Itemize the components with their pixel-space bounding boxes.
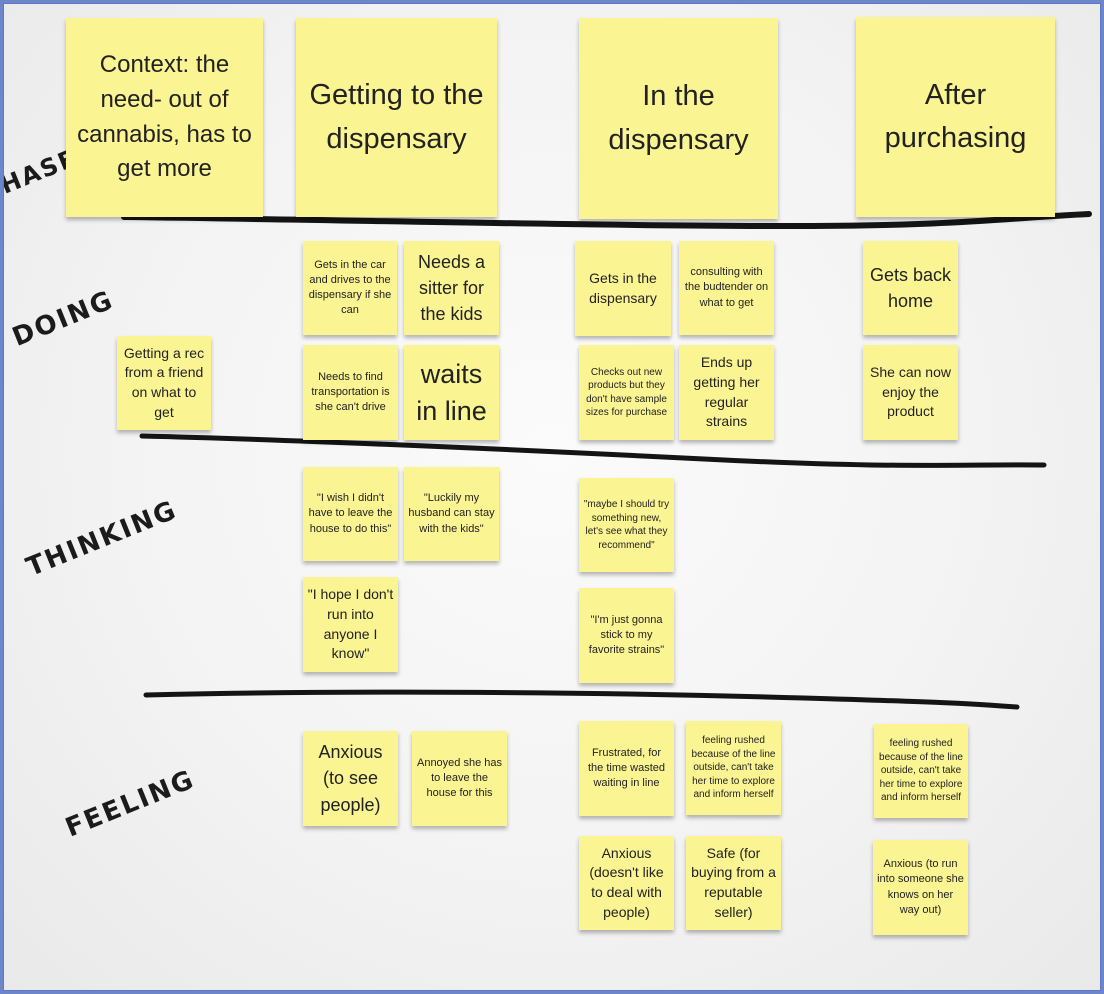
note-text: "I wish I didn't have to leave the house… <box>308 492 393 535</box>
note-text: Getting to the dispensary <box>309 79 484 155</box>
divider-doing <box>139 433 1047 468</box>
feeling-note-anxious-run: Anxious (to run into someone she knows o… <box>873 840 968 935</box>
note-text: feeling rushed because of the line outsi… <box>879 738 963 804</box>
marker-lines <box>121 211 1092 710</box>
note-text: In the dispensary <box>608 80 749 156</box>
note-text: "I hope I don't run into anyone I know" <box>307 586 394 662</box>
doing-note-consulting: consulting with the budtender on what to… <box>679 241 774 335</box>
doing-note-checks-out: Checks out new products but they don't h… <box>579 345 674 440</box>
thinking-note-luckily: "Luckily my husband can stay with the ki… <box>404 467 499 561</box>
note-text: Ends up getting her regular strains <box>693 354 760 430</box>
note-text: Safe (for buying from a reputable seller… <box>691 844 776 920</box>
thinking-note-hope: "I hope I don't run into anyone I know" <box>303 577 398 672</box>
note-text: "I'm just gonna stick to my favorite str… <box>588 613 665 657</box>
doing-note-enjoy: She can now enjoy the product <box>863 345 958 440</box>
whiteboard: HASES DOING THINKING FEELING Context: th… <box>3 3 1101 991</box>
divider-phases <box>121 211 1092 230</box>
doing-note-gets-back: Gets back home <box>863 241 958 335</box>
feeling-note-anxious-people: Anxious (to see people) <box>303 731 398 826</box>
doing-note-rec: Getting a rec from a friend on what to g… <box>117 336 211 430</box>
note-text: "maybe I should try something new, let's… <box>583 499 670 551</box>
note-text: Context: the need- out of cannabis, has … <box>77 50 252 183</box>
note-text: "Luckily my husband can stay with the ki… <box>408 492 495 535</box>
feeling-note-anxious-deal: Anxious (doesn't like to deal with peopl… <box>579 836 674 930</box>
note-text: feeling rushed because of the line outsi… <box>691 735 776 801</box>
note-text: Anxious (doesn't like to deal with peopl… <box>589 844 664 920</box>
phase-note-getting-to: Getting to the dispensary <box>296 18 497 217</box>
doing-note-waits: waits in line <box>404 345 499 440</box>
feeling-note-rushed-2: feeling rushed because of the line outsi… <box>874 724 968 818</box>
thinking-note-maybe: "maybe I should try something new, let's… <box>579 478 674 572</box>
note-text: Needs to find transportation is she can'… <box>311 370 390 414</box>
note-text: Gets in the dispensary <box>589 269 657 306</box>
doing-note-ends-up: Ends up getting her regular strains <box>679 345 774 440</box>
note-text: She can now enjoy the product <box>870 364 951 420</box>
feeling-note-frustrated: Frustrated, for the time wasted waiting … <box>579 721 674 816</box>
note-text: Gets back home <box>869 264 952 311</box>
note-text: Annoyed she has to leave the house for t… <box>416 756 502 800</box>
note-text: Gets in the car and drives to the dispen… <box>308 258 392 317</box>
thinking-note-stick: "I'm just gonna stick to my favorite str… <box>579 588 674 683</box>
note-text: Needs a sitter for the kids <box>417 251 486 325</box>
doing-note-drives: Gets in the car and drives to the dispen… <box>303 241 397 335</box>
note-text: waits in line <box>416 359 487 426</box>
feeling-note-safe: Safe (for buying from a reputable seller… <box>686 836 781 930</box>
note-text: Frustrated, for the time wasted waiting … <box>587 746 666 790</box>
phase-note-in-dispensary: In the dispensary <box>579 18 778 219</box>
note-text: consulting with the budtender on what to… <box>684 266 769 309</box>
phase-note-after: After purchasing <box>856 17 1055 217</box>
note-text: Anxious (to run into someone she knows o… <box>877 858 964 916</box>
thinking-note-wish: "I wish I didn't have to leave the house… <box>303 467 398 561</box>
phase-note-context: Context: the need- out of cannabis, has … <box>66 18 263 217</box>
note-text: After purchasing <box>884 78 1027 155</box>
note-text: Checks out new products but they don't h… <box>585 366 668 419</box>
feeling-note-rushed-1: feeling rushed because of the line outsi… <box>686 721 781 815</box>
doing-note-sitter: Needs a sitter for the kids <box>404 241 499 335</box>
note-text: Anxious (to see people) <box>318 742 383 815</box>
feeling-note-annoyed: Annoyed she has to leave the house for t… <box>412 731 507 826</box>
divider-thinking <box>143 689 1020 710</box>
note-text: Getting a rec from a friend on what to g… <box>123 344 205 420</box>
doing-note-gets-in: Gets in the dispensary <box>575 241 671 336</box>
doing-note-transport: Needs to find transportation is she can'… <box>303 345 398 440</box>
